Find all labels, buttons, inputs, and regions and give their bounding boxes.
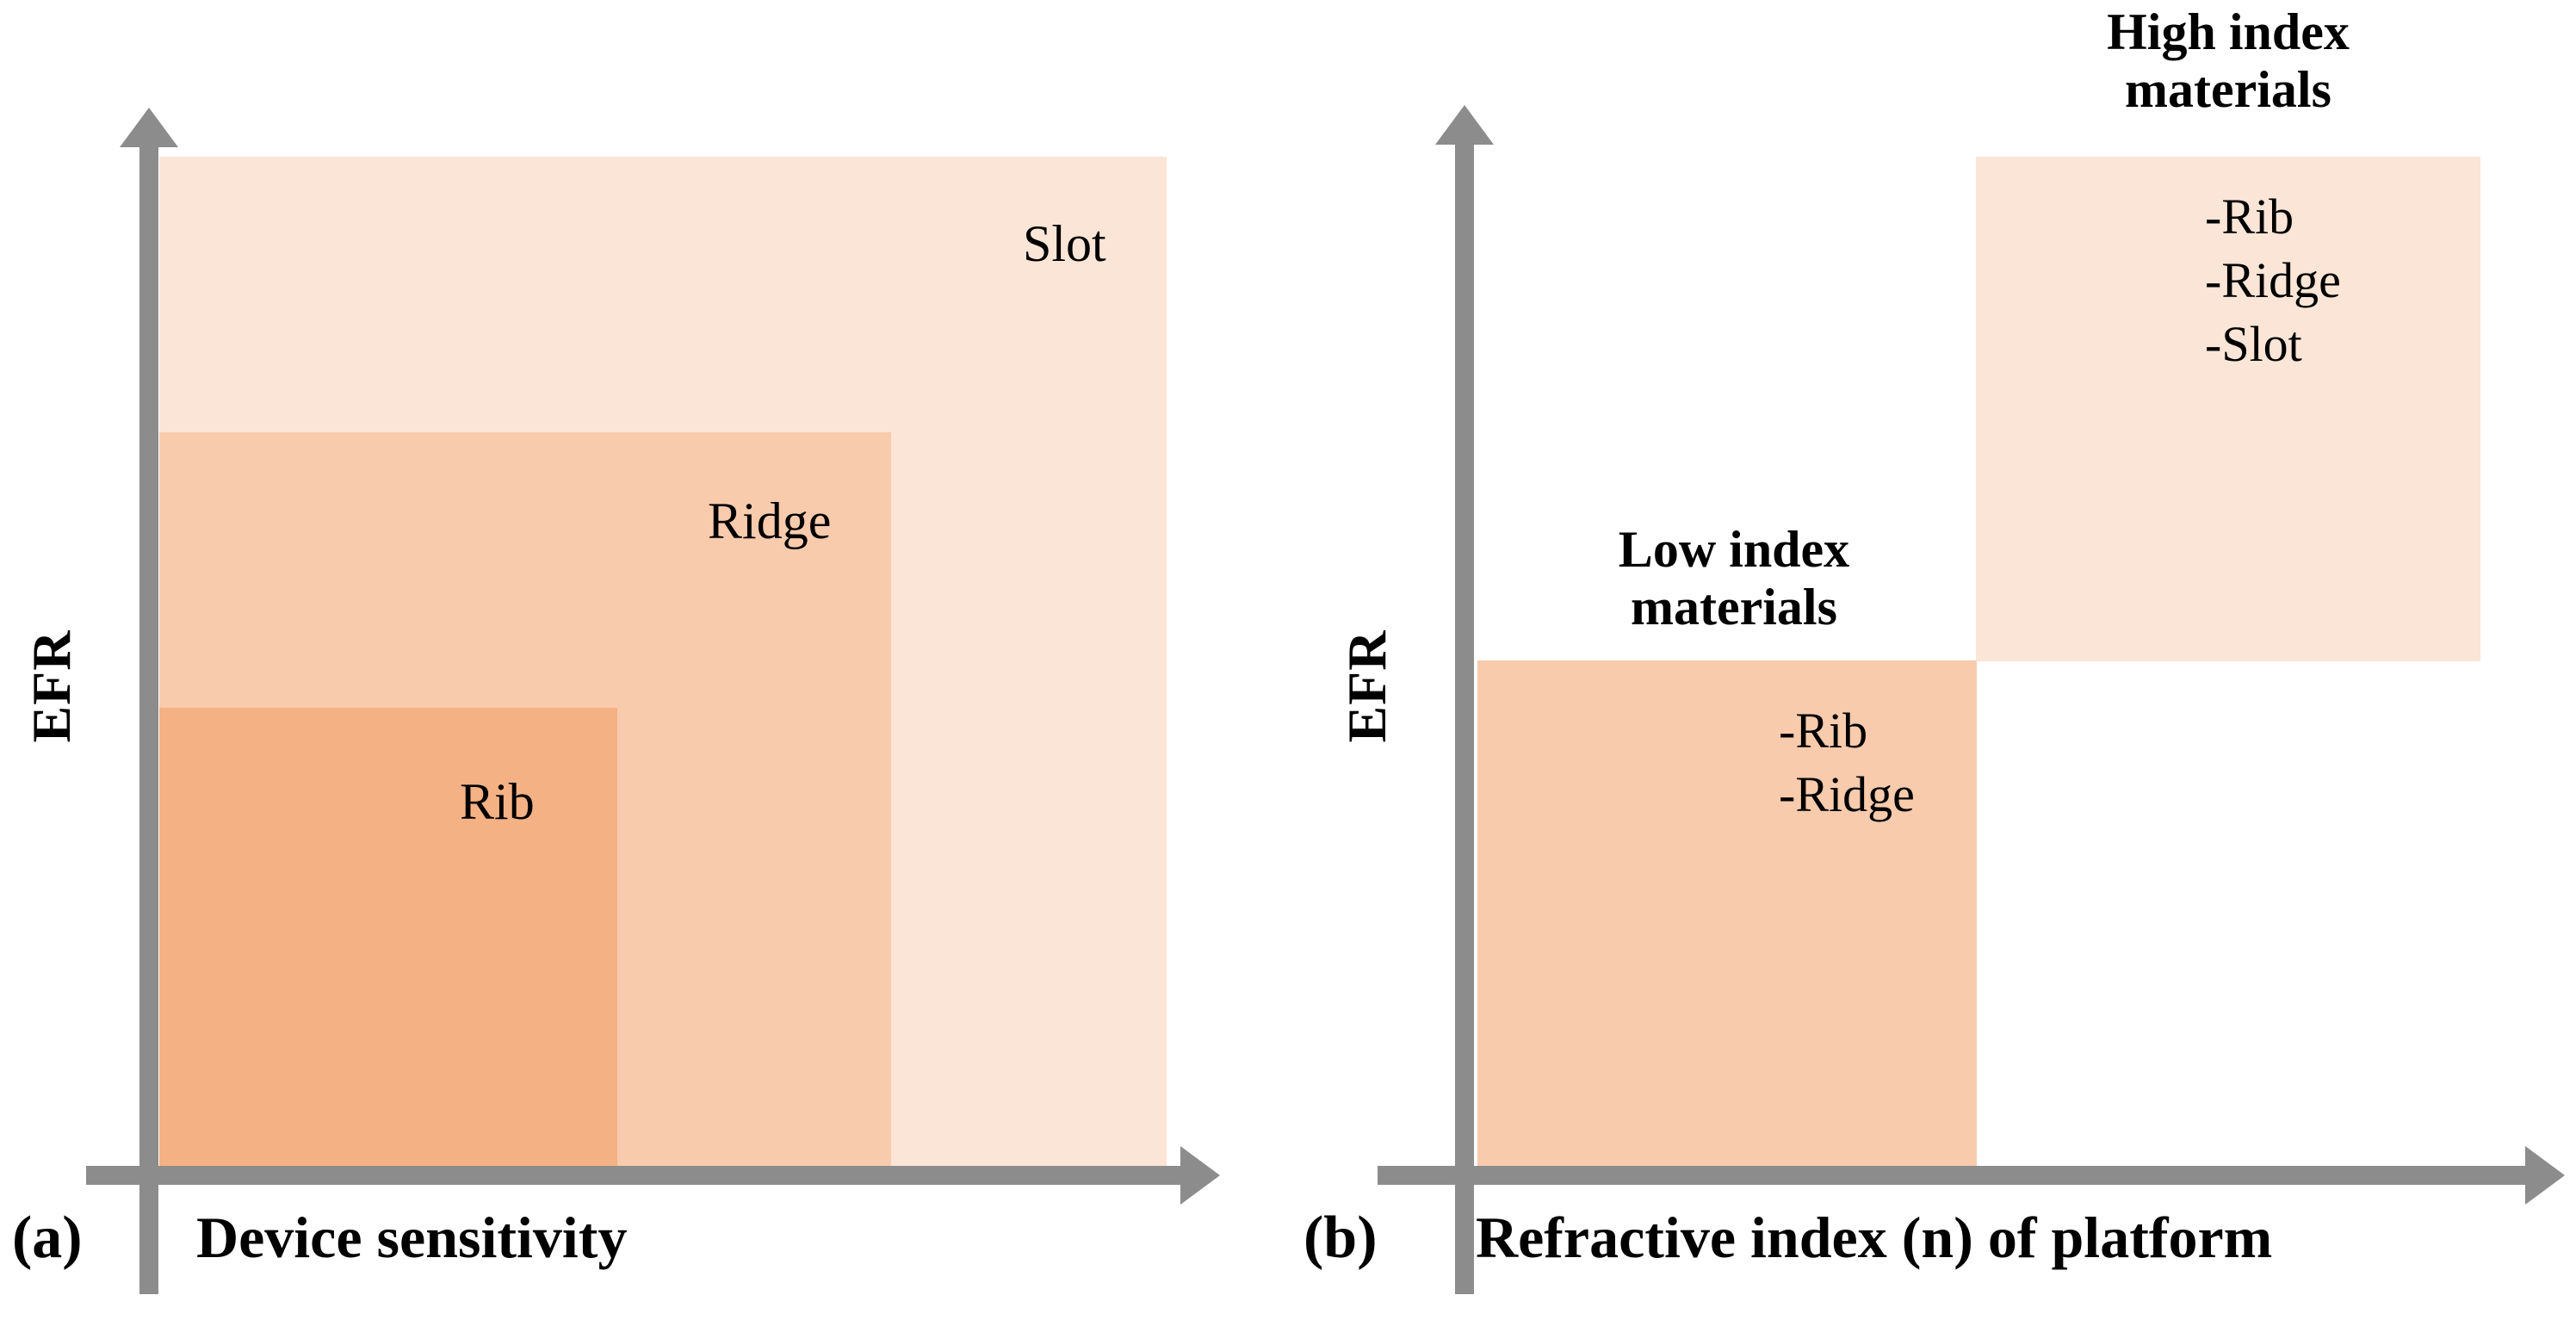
group-title-high-index: High index materials: [2107, 3, 2350, 119]
item-high-slot: -Slot: [2205, 316, 2302, 372]
y-axis-title-b: EFR: [1336, 629, 1397, 743]
y-axis-arrowhead-a: [120, 108, 178, 147]
region-rib: [159, 708, 617, 1166]
panel-b: High index materials Low index materials…: [1288, 0, 2576, 1320]
x-axis-title-a: Device sensitivity: [196, 1205, 628, 1270]
y-axis-a: [139, 145, 158, 1294]
x-axis-a: [86, 1166, 1181, 1185]
item-high-ridge: -Ridge: [2205, 252, 2341, 308]
x-axis-title-b: Refractive index (n) of platform: [1476, 1205, 2273, 1270]
x-axis-b: [1378, 1166, 2526, 1185]
region-high-index: [1976, 157, 2480, 661]
y-axis-arrowhead-b: [1435, 105, 1494, 145]
region-label-ridge: Ridge: [708, 493, 832, 549]
y-axis-b: [1455, 142, 1474, 1294]
region-label-rib: Rib: [460, 773, 535, 830]
panel-tag-b: (b): [1303, 1205, 1378, 1271]
item-low-rib: -Rib: [1779, 703, 1868, 759]
item-low-ridge: -Ridge: [1779, 766, 1915, 822]
x-axis-arrowhead-b: [2525, 1146, 2565, 1205]
region-low-index: [1477, 660, 1977, 1166]
x-axis-arrowhead-a: [1180, 1146, 1220, 1205]
group-title-low-index: Low index materials: [1618, 521, 1850, 636]
panel-tag-a: (a): [12, 1205, 83, 1271]
region-label-slot: Slot: [1023, 215, 1106, 272]
panel-a: Slot Ridge Rib EFR Device sensitivity (a…: [12, 108, 1220, 1294]
item-high-rib: -Rib: [2205, 189, 2294, 245]
y-axis-title-a: EFR: [21, 629, 82, 743]
